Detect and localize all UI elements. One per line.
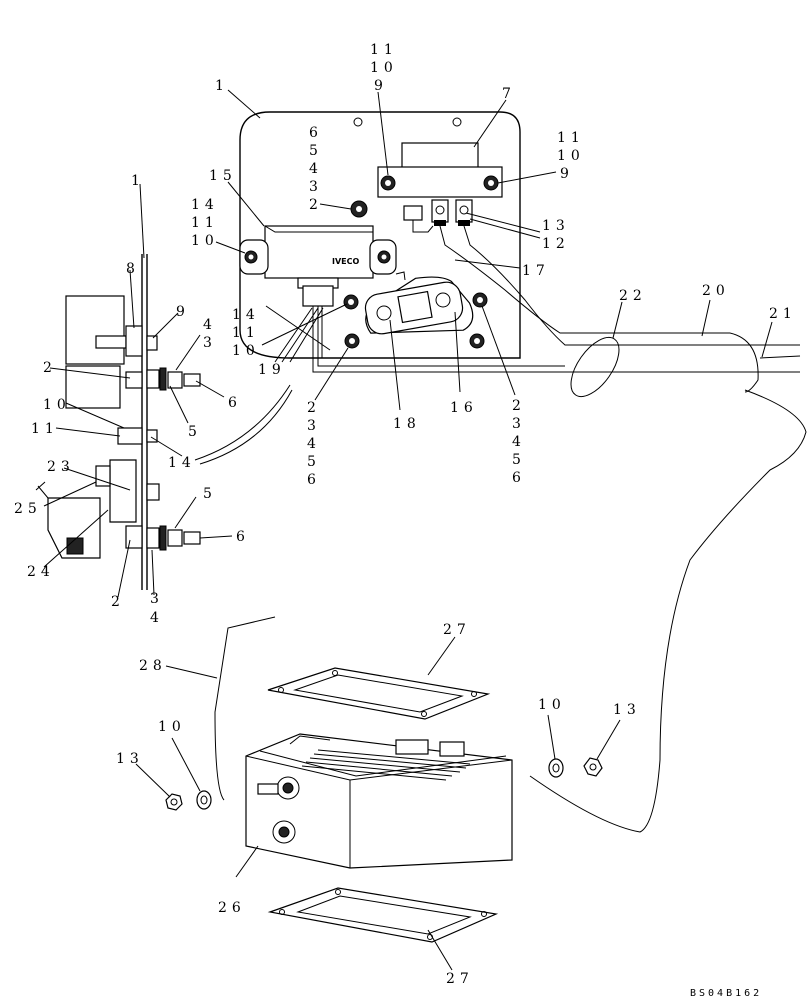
callout-mid-10: 10	[232, 343, 260, 359]
callout-module-14: 14	[191, 197, 219, 213]
iveco-control-module: IVECO	[239, 225, 397, 307]
callout-hose: 20	[702, 283, 730, 299]
callout-stud-2: 2	[309, 197, 323, 213]
callout-bottom-a-5: 5	[307, 454, 321, 470]
callout-bottom-a-3: 3	[307, 418, 321, 434]
callout-stud-3: 3	[309, 179, 323, 195]
callout-side-9: 9	[176, 304, 190, 320]
callout-relay: 7	[502, 86, 516, 102]
callout-module-11: 11	[191, 215, 219, 231]
callout-ecu-top-9: 9	[374, 78, 388, 94]
ecu-mounting-plate	[239, 111, 521, 359]
cable-28	[214, 616, 276, 801]
callout-stud-6: 6	[309, 125, 323, 141]
callout-harness-loop: 17	[522, 263, 550, 279]
leader-lines	[43, 89, 773, 971]
callout-side-4: 4	[203, 317, 217, 333]
gasket-top	[267, 667, 491, 720]
wiring-harness	[312, 220, 800, 373]
callout-module-10: 10	[191, 233, 219, 249]
callout-side-14: 14	[168, 455, 196, 471]
main-connector	[343, 271, 488, 349]
nut-left	[165, 793, 183, 811]
relay-component	[377, 142, 503, 226]
callout-mid-11: 11	[232, 325, 260, 341]
callout-side-5b: 5	[203, 486, 217, 502]
callout-side-24: 24	[27, 564, 55, 580]
callout-side-11: 11	[31, 421, 59, 437]
module-brand-label: IVECO	[332, 257, 360, 266]
gasket-bottom	[267, 887, 499, 943]
callout-relay-9: 9	[560, 166, 574, 182]
callout-gasket-top: 27	[443, 622, 471, 638]
callout-relay-10: 10	[557, 148, 585, 164]
callout-side-23: 23	[47, 459, 75, 475]
callout-nut-left: 13	[116, 751, 144, 767]
callout-connector: 18	[393, 416, 421, 432]
callout-side-25: 25	[14, 501, 42, 517]
callout-side-plate: 1	[131, 173, 145, 189]
callout-bottom-b-3: 3	[512, 416, 526, 432]
side-view-bracket	[35, 254, 293, 590]
callout-side-6b: 6	[236, 529, 250, 545]
drawing-code: BS04B162	[690, 988, 762, 999]
callout-bottom-b-2: 2	[512, 398, 526, 414]
callout-washer-right: 10	[538, 697, 566, 713]
callout-ecu-top-10: 10	[370, 60, 398, 76]
callout-socket: 16	[450, 400, 478, 416]
callout-side-4b: 4	[150, 610, 164, 626]
callout-pipe: 21	[769, 306, 797, 322]
callout-side-3: 3	[203, 335, 217, 351]
callout-gasket-bottom: 27	[446, 971, 474, 987]
callout-stud-4: 4	[309, 161, 323, 177]
callout-ecu-plate: 1	[215, 78, 229, 94]
callout-bottom-a-4: 4	[307, 436, 321, 452]
callout-bottom-b-5: 5	[512, 452, 526, 468]
callout-cable: 28	[139, 658, 167, 674]
heater-fins	[301, 749, 471, 781]
washer-left	[196, 790, 212, 810]
callout-bottom-a-6: 6	[307, 472, 321, 488]
callout-bottom-b-4: 4	[512, 434, 526, 450]
callout-bottom-a-2: 2	[307, 400, 321, 416]
callout-ecu-top-11: 11	[370, 42, 398, 58]
heater-body	[245, 733, 513, 869]
callout-nut-right: 13	[613, 702, 641, 718]
callout-diode-13: 13	[542, 218, 570, 234]
callout-stud-5: 5	[309, 143, 323, 159]
callout-diode-12: 12	[542, 236, 570, 252]
callout-mid-14: 14	[232, 307, 260, 323]
callout-wires: 19	[258, 362, 286, 378]
callout-washer-left: 10	[158, 719, 186, 735]
callout-bottom-b-6: 6	[512, 470, 526, 486]
nut-right	[583, 757, 603, 777]
callout-relay-11: 11	[557, 130, 585, 146]
callout-side-3: 3	[150, 591, 164, 607]
callout-side-5: 5	[188, 424, 202, 440]
callout-side-2b: 2	[111, 594, 125, 610]
callout-side-2: 2	[43, 360, 57, 376]
callout-module: 15	[209, 168, 237, 184]
callout-clamp: 22	[619, 288, 647, 304]
washer-right	[548, 758, 564, 778]
callout-side-10: 10	[43, 397, 71, 413]
callout-labels: 1 11 10 9 7 11 10 9 6 5 4 3 2 15 14 11 1…	[14, 42, 797, 999]
callout-side-8: 8	[126, 261, 140, 277]
hose-assembly	[529, 332, 807, 833]
callout-side-6: 6	[228, 395, 242, 411]
stud-nut	[350, 200, 368, 218]
callout-heater: 26	[218, 900, 246, 916]
